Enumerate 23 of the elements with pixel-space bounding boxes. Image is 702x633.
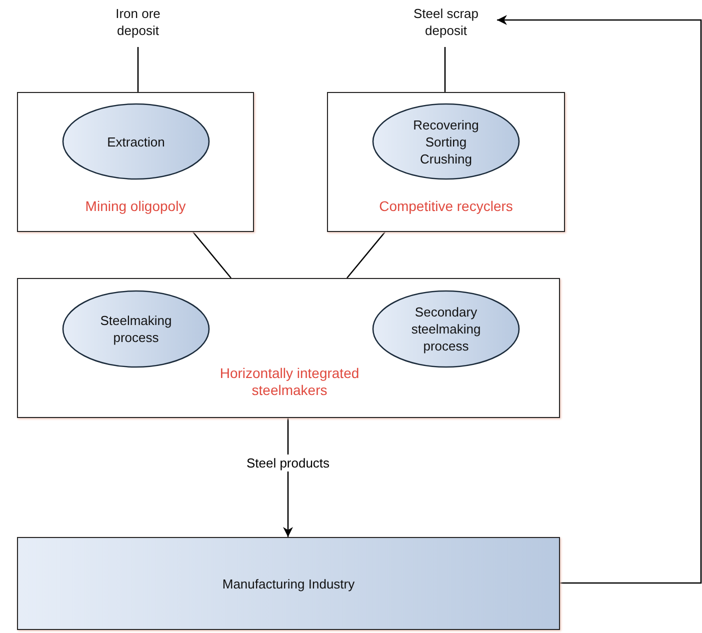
node-text: Manufacturing Industry <box>221 575 356 592</box>
process-ellipse <box>62 103 210 180</box>
node-text: Recovering Sorting Crushing <box>412 116 480 167</box>
process-ellipse <box>372 290 520 368</box>
node-text: Steel scrap deposit <box>412 5 480 39</box>
connector-line <box>137 47 139 92</box>
node-text: Iron ore deposit <box>114 5 162 39</box>
connector-line <box>192 232 232 278</box>
group-box <box>327 92 565 232</box>
connector-line <box>346 232 386 278</box>
industry-box <box>17 537 560 630</box>
process-ellipse <box>62 290 210 368</box>
connector-line <box>444 47 446 92</box>
node-text: Extraction <box>106 133 166 150</box>
process-ellipse <box>372 103 520 180</box>
group-box <box>17 278 560 418</box>
group-title: Mining oligopoly <box>84 198 187 215</box>
node-text: Steelmaking process <box>99 312 173 346</box>
group-title: Horizontally integrated steelmakers <box>218 365 360 399</box>
group-title: Competitive recyclers <box>378 198 514 215</box>
arrow <box>497 15 702 584</box>
group-box <box>17 92 254 232</box>
node-text: Secondary steelmaking process <box>410 304 482 354</box>
